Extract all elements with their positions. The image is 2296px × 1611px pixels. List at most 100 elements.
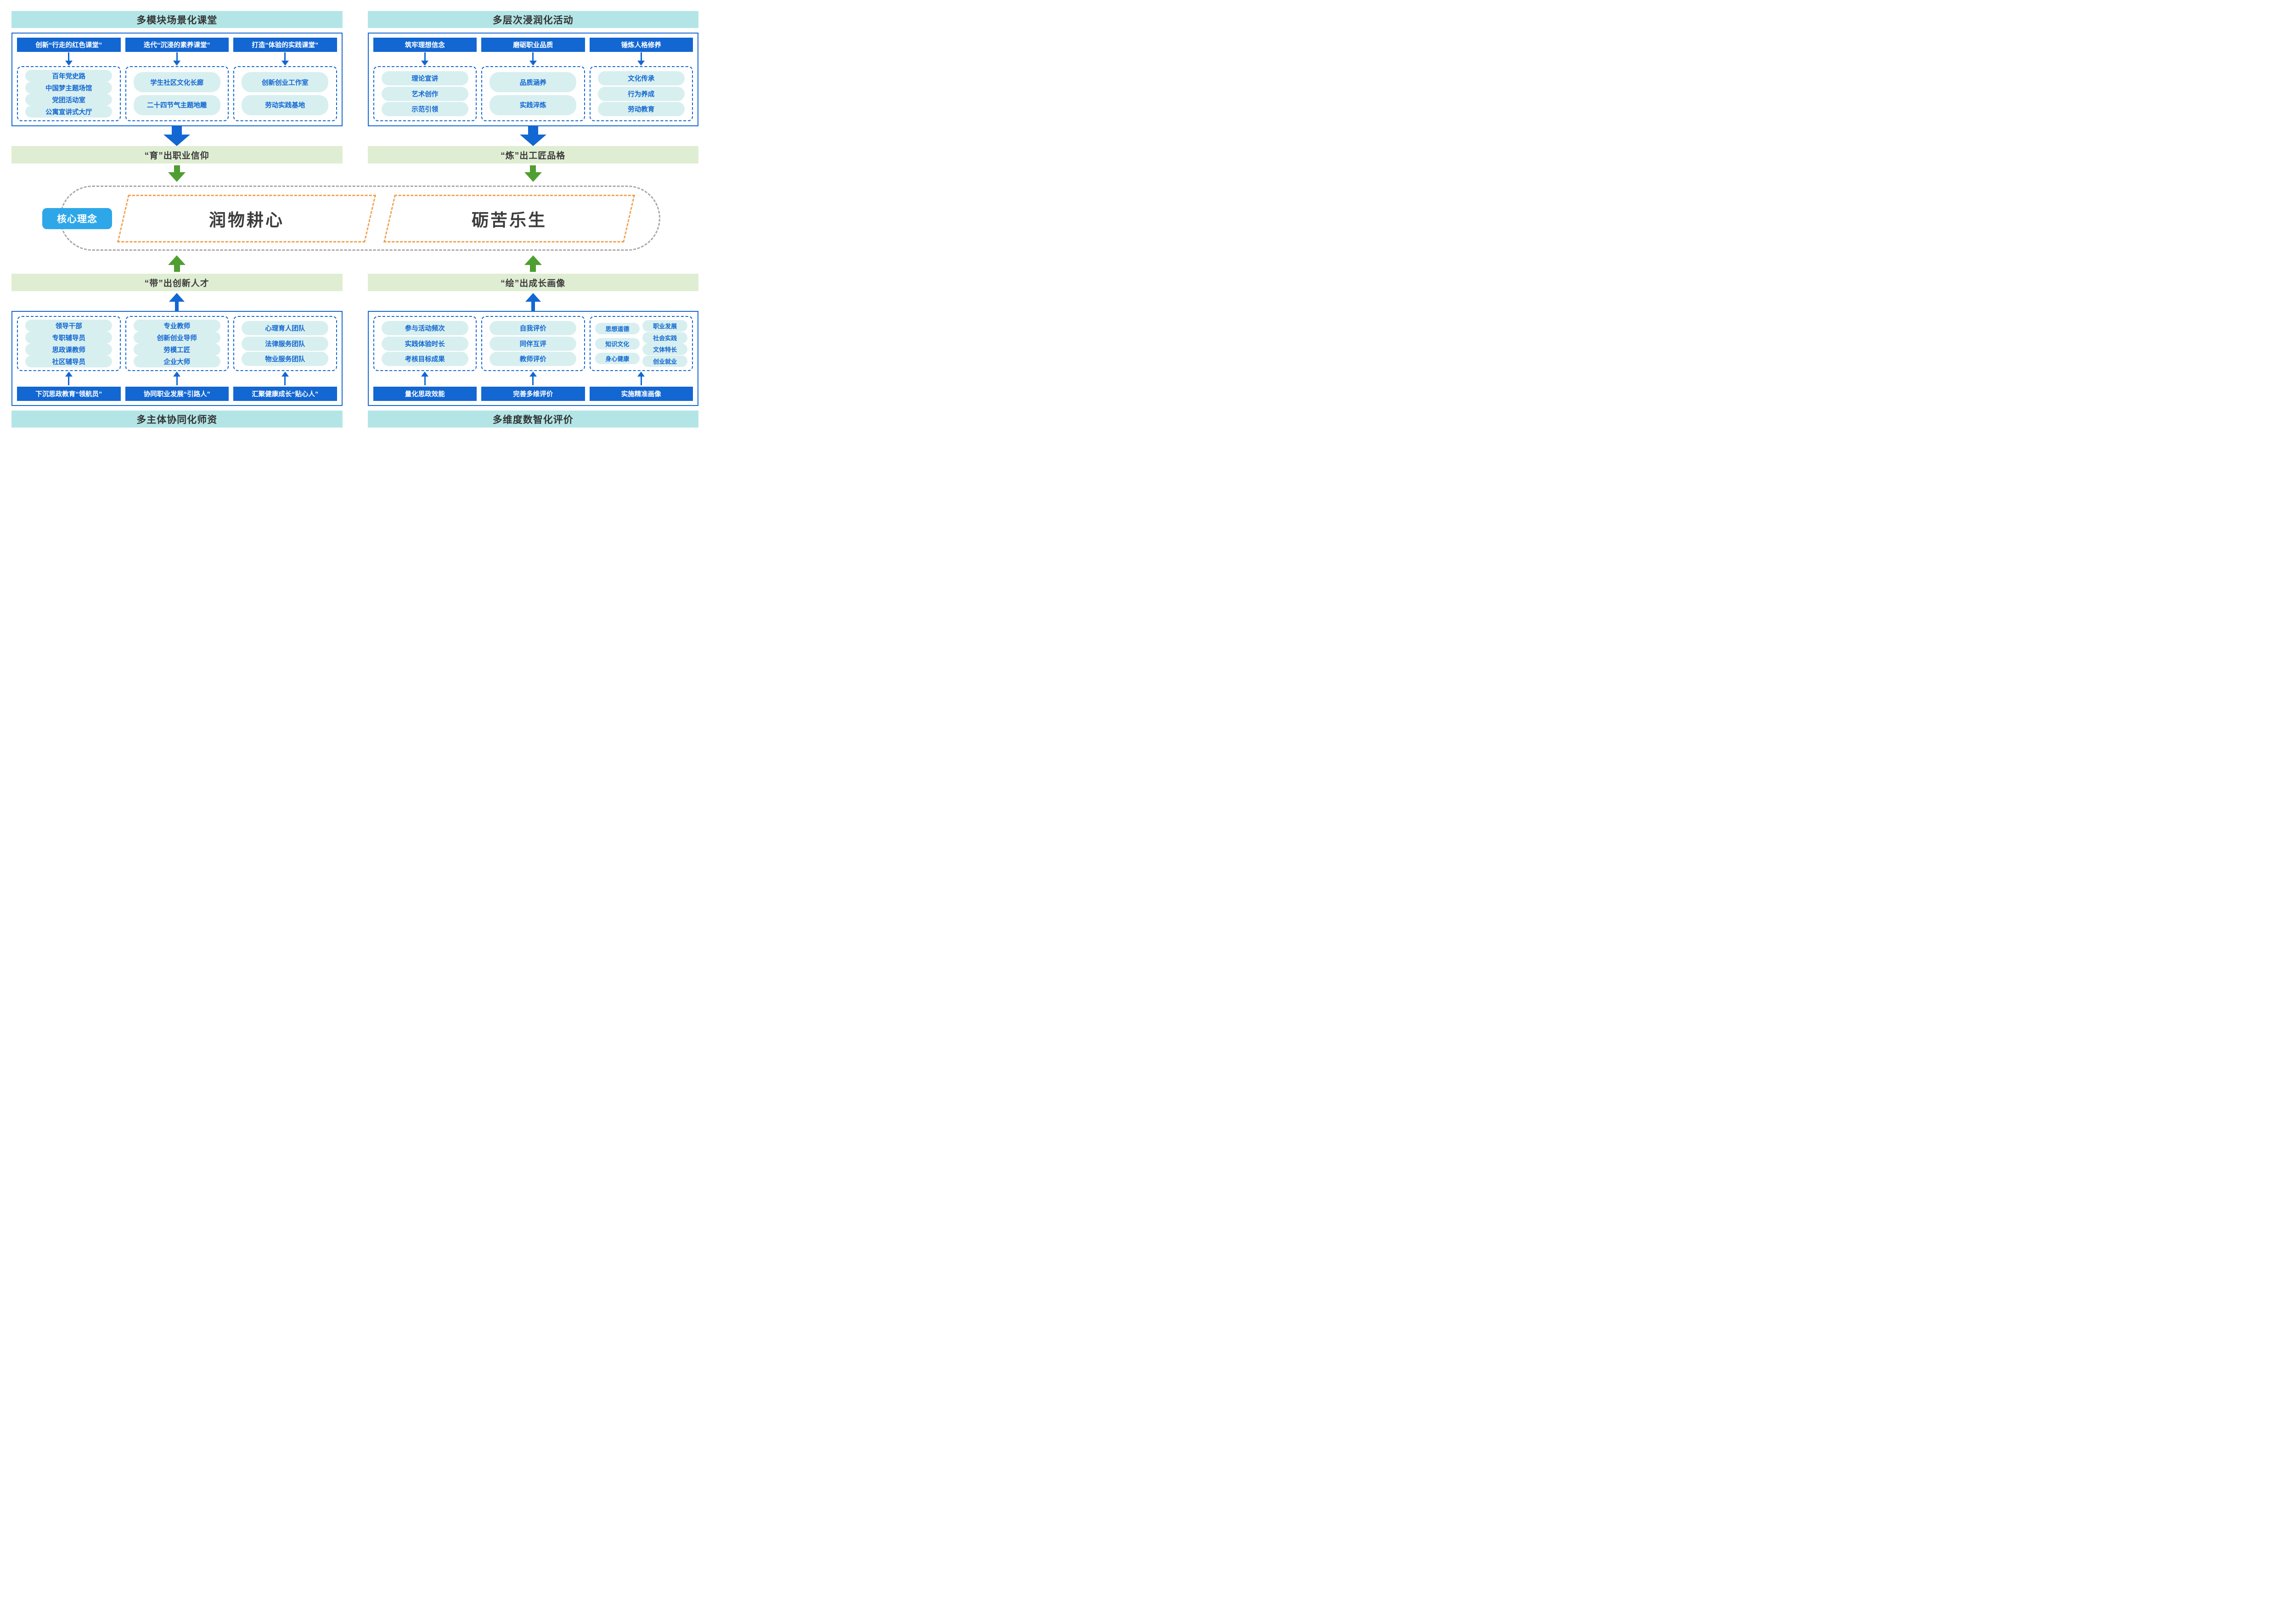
- quadrant-box: 参与活动频次 实践体验时长 考核目标成果 量化思政效能 自我评价 同伴互评 教师…: [367, 311, 698, 406]
- items-box: 创新创业工作室 劳动实践基地: [233, 66, 337, 121]
- blue-arrow-up-icon: [368, 291, 699, 311]
- column-header: 迭代“沉浸的素养课堂”: [125, 38, 229, 52]
- item-pill: 教师评价: [490, 352, 577, 366]
- green-arrow-up-icon: [11, 253, 343, 274]
- column-professional-quality: 磨砺职业品质 品质涵养 实践淬炼: [481, 38, 585, 121]
- quadrant-title: 多维度数智化评价: [367, 411, 698, 428]
- green-band-label: “育”出职业信仰: [11, 146, 343, 163]
- item-pill: 艺术创作: [381, 86, 468, 101]
- item-pill: 品质涵养: [490, 72, 577, 93]
- item-pill: 思想道德: [595, 323, 640, 335]
- quadrant-box: 创新“行走的红色课堂” 百年党史路 中国梦主题场馆 党团活动室 公寓宣讲式大厅 …: [11, 33, 343, 126]
- concept-right-parallelogram: 砺苦乐生: [383, 195, 636, 242]
- upper-green-bands-row: “育”出职业信仰 “炼”出工匠品格: [11, 146, 698, 163]
- item-pill: 职业发展: [642, 320, 687, 332]
- item-pill: 党团活动室: [25, 94, 113, 106]
- column-quantify-effect: 参与活动频次 实践体验时长 考核目标成果 量化思政效能: [373, 316, 477, 401]
- items-box: 理论宣讲 艺术创作 示范引领: [373, 66, 477, 121]
- green-arrow-down-icon: [11, 163, 343, 185]
- flow-arrows-down-row: [11, 126, 698, 146]
- arrow-up-icon: [481, 371, 585, 387]
- items-box: 参与活动频次 实践体验时长 考核目标成果: [373, 316, 477, 371]
- column-header: 完善多维评价: [481, 387, 585, 401]
- items-box: 自我评价 同伴互评 教师评价: [481, 316, 585, 371]
- quadrant-title: 多模块场景化课堂: [11, 11, 343, 28]
- item-pill: 二十四节气主题地雕: [133, 95, 220, 115]
- concept-left-parallelogram: 润物耕心: [117, 195, 377, 242]
- item-pill: 自我评价: [490, 321, 577, 335]
- arrow-up-icon: [590, 371, 693, 387]
- portrait-right-subcolumn: 职业发展 社会实践 文体特长 创业就业: [642, 320, 687, 367]
- item-pill: 法律服务团队: [242, 336, 329, 351]
- quadrant-title: 多层次浸润化活动: [367, 11, 698, 28]
- item-pill: 参与活动频次: [381, 321, 468, 335]
- column-header: 筑牢理想信念: [373, 38, 477, 52]
- item-pill: 实践体验时长: [381, 336, 468, 351]
- item-pill: 物业服务团队: [242, 352, 329, 366]
- arrow-up-icon: [125, 371, 229, 387]
- quadrant-title: 多主体协同化师资: [11, 411, 343, 428]
- item-pill: 考核目标成果: [381, 352, 468, 366]
- green-arrows-up-row: [11, 253, 698, 274]
- item-pill: 思政课教师: [25, 344, 113, 355]
- items-box: 思想道德 知识文化 身心健康 职业发展 社会实践 文体特长 创业就业: [589, 316, 693, 371]
- green-band-label: “炼”出工匠品格: [367, 146, 698, 163]
- item-pill: 劳动实践基地: [242, 95, 329, 115]
- arrow-down-icon: [17, 52, 121, 66]
- items-box: 学生社区文化长廊 二十四节气主题地雕: [125, 66, 229, 121]
- items-box: 品质涵养 实践淬炼: [481, 66, 585, 121]
- item-pill: 理论宣讲: [381, 71, 468, 85]
- column-header: 创新“行走的红色课堂”: [17, 38, 121, 52]
- item-pill: 同伴互评: [490, 336, 577, 351]
- item-pill: 文体特长: [642, 344, 687, 355]
- arrow-up-icon: [17, 371, 121, 387]
- arrow-down-icon: [481, 52, 585, 66]
- item-pill: 实践淬炼: [490, 95, 577, 115]
- column-career-guides: 专业教师 创新创业导师 劳模工匠 企业大师 协同职业发展“引路人”: [125, 316, 229, 401]
- item-pill: 身心健康: [595, 352, 640, 364]
- core-concept-band: 核心理念 润物耕心 砺苦乐生: [11, 185, 698, 253]
- column-red-classroom: 创新“行走的红色课堂” 百年党史路 中国梦主题场馆 党团活动室 公寓宣讲式大厅: [17, 38, 121, 121]
- blue-arrow-up-icon: [11, 291, 343, 311]
- green-arrows-down-row: [11, 163, 698, 185]
- big-arrow-down-icon: [11, 126, 343, 146]
- items-box: 百年党史路 中国梦主题场馆 党团活动室 公寓宣讲式大厅: [17, 66, 121, 121]
- column-header: 协同职业发展“引路人”: [125, 387, 229, 401]
- column-header: 锤炼人格修养: [589, 38, 693, 52]
- diagram-board: 多模块场景化课堂 创新“行走的红色课堂” 百年党史路 中国梦主题场馆 党团活动室…: [0, 0, 710, 489]
- items-box: 文化传承 行为养成 劳动教育: [589, 66, 693, 121]
- item-pill: 领导干部: [25, 320, 113, 332]
- core-concept-badge: 核心理念: [42, 208, 112, 229]
- quadrant-top-left: 多模块场景化课堂 创新“行走的红色课堂” 百年党史路 中国梦主题场馆 党团活动室…: [11, 11, 343, 126]
- column-political-navigators: 领导干部 专职辅导员 思政课教师 社区辅导员 下沉思政教育“领航员”: [17, 316, 121, 401]
- items-box: 领导干部 专职辅导员 思政课教师 社区辅导员: [17, 316, 121, 371]
- items-box: 专业教师 创新创业导师 劳模工匠 企业大师: [125, 316, 229, 371]
- item-pill: 知识文化: [595, 338, 640, 349]
- item-pill: 公寓宣讲式大厅: [25, 106, 113, 118]
- column-quality-classroom: 迭代“沉浸的素养课堂” 学生社区文化长廊 二十四节气主题地雕: [125, 38, 229, 121]
- portrait-sub-columns: 思想道德 知识文化 身心健康 职业发展 社会实践 文体特长 创业就业: [595, 320, 687, 367]
- concept-right-label: 砺苦乐生: [472, 211, 547, 230]
- arrow-down-icon: [590, 52, 693, 66]
- quadrant-bottom-left: 领导干部 专职辅导员 思政课教师 社区辅导员 下沉思政教育“领航员” 专业教师 …: [11, 311, 343, 428]
- flow-arrows-up-row: [11, 291, 698, 311]
- green-band-label: “带”出创新人才: [11, 274, 343, 291]
- item-pill: 中国梦主题场馆: [25, 82, 113, 94]
- item-pill: 心理育人团队: [242, 321, 329, 335]
- item-pill: 百年党史路: [25, 70, 113, 82]
- item-pill: 社区辅导员: [25, 355, 113, 367]
- arrow-down-icon: [125, 52, 229, 66]
- arrow-down-icon: [373, 52, 477, 66]
- green-arrow-down-icon: [368, 163, 699, 185]
- item-pill: 专职辅导员: [25, 332, 113, 344]
- column-personality-cultivation: 锤炼人格修养 文化传承 行为养成 劳动教育: [589, 38, 693, 121]
- arrow-up-icon: [373, 371, 477, 387]
- concept-left-label: 润物耕心: [209, 211, 284, 230]
- column-precise-portrait: 思想道德 知识文化 身心健康 职业发展 社会实践 文体特长 创业就业: [589, 316, 693, 401]
- item-pill: 创业就业: [642, 355, 687, 367]
- green-arrow-up-icon: [368, 253, 699, 274]
- bottom-quadrants-row: 领导干部 专职辅导员 思政课教师 社区辅导员 下沉思政教育“领航员” 专业教师 …: [11, 311, 698, 428]
- item-pill: 示范引领: [381, 102, 468, 117]
- item-pill: 创新创业工作室: [242, 72, 329, 93]
- arrow-up-icon: [233, 371, 337, 387]
